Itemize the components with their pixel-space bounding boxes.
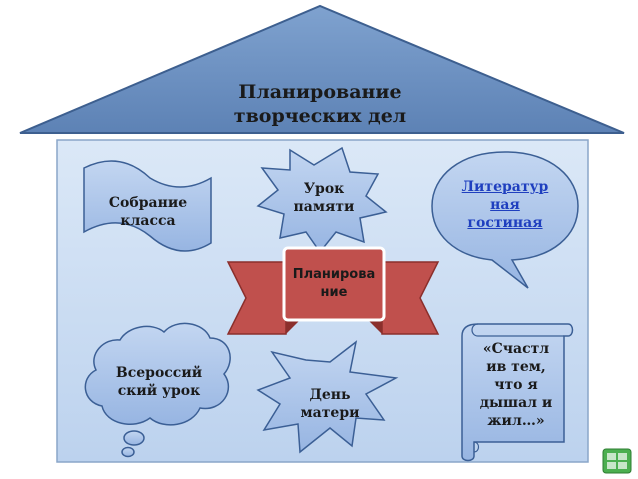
label-center-line-2: ние <box>320 285 348 300</box>
label-urok-line-1: Урок <box>303 181 345 197</box>
label-center-line-1: Планирова <box>292 267 376 282</box>
slide-nav-icon[interactable] <box>602 448 632 474</box>
wave-flag-shape <box>83 160 212 252</box>
label-urok-pamyati: Урок памяти <box>274 180 374 216</box>
label-vseros-line-1: Всероссий <box>115 365 203 381</box>
label-center: Планирова ние <box>284 266 384 302</box>
label-den-line-2: матери <box>300 405 360 421</box>
banner-center <box>282 246 386 322</box>
label-den-line-1: День <box>309 387 351 403</box>
label-lit-line-2[interactable]: ная <box>490 197 520 213</box>
label-den-materi: День матери <box>280 386 380 422</box>
label-sobranie-line-2: класса <box>120 213 176 229</box>
label-sch-line-3: что я <box>494 377 538 393</box>
label-sch-line-4: дышал и <box>479 395 553 411</box>
label-sch-line-1: «Счастл <box>482 341 550 357</box>
label-lit-line-1[interactable]: Литератур <box>461 179 549 195</box>
label-vserossiyskiy: Всероссий ский урок <box>96 364 222 400</box>
banner-fold-right <box>366 318 382 334</box>
label-urok-line-2: памяти <box>293 199 355 215</box>
label-schastliv: «Счастл ив тем, что я дышал и жил…» <box>468 340 564 430</box>
title-line-2: творческих дел <box>233 105 407 127</box>
banner-fold-left <box>286 318 302 334</box>
label-sch-line-5: жил…» <box>487 413 545 429</box>
label-lit-line-3[interactable]: гостиная <box>467 215 543 231</box>
thought-cloud-shape <box>84 322 231 458</box>
label-vseros-line-2: ский урок <box>117 383 201 399</box>
label-sobranie: Собрание класса <box>86 194 210 230</box>
scroll-shape <box>461 323 574 462</box>
diagram-title: Планирование творческих дел <box>200 80 440 128</box>
speech-oval-shape <box>431 151 579 289</box>
burst-shape <box>256 146 388 254</box>
roof <box>19 4 625 134</box>
burst-shape-2 <box>256 340 399 454</box>
title-line-1: Планирование <box>238 81 402 103</box>
label-sobranie-line-1: Собрание <box>108 195 188 211</box>
label-literaturnaya[interactable]: Литератур ная гостиная <box>440 178 570 232</box>
banner-left-tail <box>226 261 287 335</box>
label-sch-line-2: ив тем, <box>486 359 546 375</box>
